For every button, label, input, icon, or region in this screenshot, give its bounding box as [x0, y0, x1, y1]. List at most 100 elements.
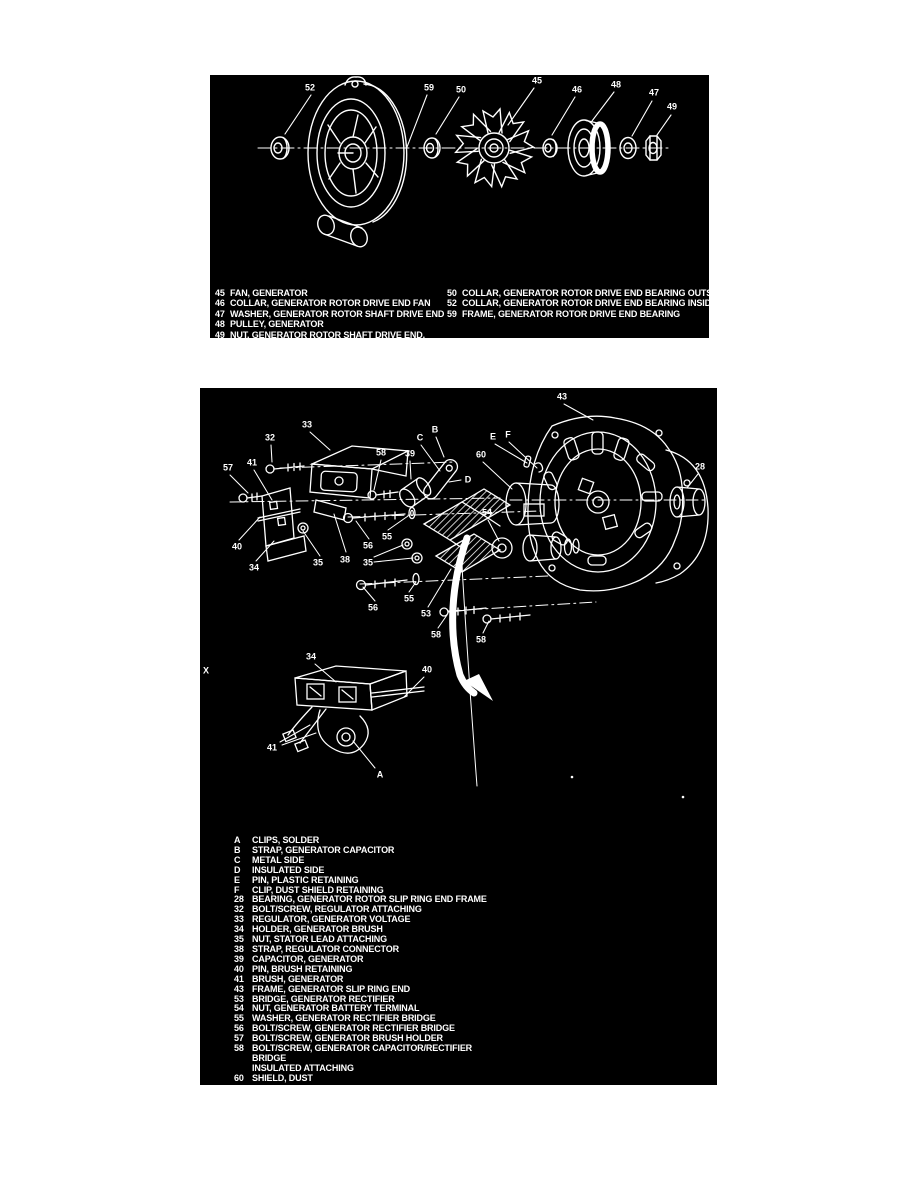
legend-part-number: 55 [234, 1013, 244, 1024]
slip-ring-end-figure-panel: 57 41 32 33 58 39 C B D 60 E F [200, 388, 717, 1085]
part-callout: 43 [556, 391, 568, 402]
legend-part-number: 34 [234, 924, 244, 935]
part-callout: X [202, 665, 210, 676]
legend-part-name: BEARING, GENERATOR ROTOR SLIP RING END F… [252, 894, 487, 905]
legend-part-number: C [234, 854, 241, 865]
part-callout: 41 [246, 457, 258, 468]
legend-row: F CLIP, DUST SHIELD RETAINING [234, 884, 487, 896]
legend-row: 52 COLLAR, GENERATOR ROTOR DRIVE END BEA… [447, 298, 709, 308]
legend-row: 39 CAPACITOR, GENERATOR [234, 953, 487, 965]
legend-part-name: FRAME, GENERATOR SLIP RING END [252, 983, 411, 994]
legend-row: 48 PULLEY, GENERATOR [215, 319, 444, 329]
part-callout: D [464, 474, 472, 485]
part-callout: 46 [571, 84, 583, 95]
legend-row: 41 BRUSH, GENERATOR [234, 973, 487, 985]
legend-part-name: REGULATOR, GENERATOR VOLTAGE [252, 914, 411, 925]
slip-ring-end-diagram-art [229, 403, 709, 799]
legend-part-name: NUT, GENERATOR BATTERY TERMINAL [252, 1003, 420, 1014]
legend-part-name: BOLT/SCREW, GENERATOR CAPACITOR/RECTIFIE… [252, 1043, 473, 1054]
legend-part-number: 33 [234, 914, 244, 925]
part-callout: 35 [362, 557, 374, 568]
part-callout: C [416, 432, 424, 443]
part-callout: 38 [339, 554, 351, 565]
legend-part-name: BOLT/SCREW, GENERATOR BRUSH HOLDER [252, 1033, 443, 1044]
legend-part-name: BRUSH, GENERATOR [252, 973, 344, 984]
legend-row: 46 COLLAR, GENERATOR ROTOR DRIVE END FAN [215, 298, 444, 308]
legend-part-name: PIN, BRUSH RETAINING [252, 963, 353, 974]
legend-part-name: CLIP, DUST SHIELD RETAINING [252, 884, 384, 895]
part-callout: A [376, 769, 384, 780]
legend-row: A CLIPS, SOLDER [234, 835, 487, 846]
legend-part-number: 59 [447, 308, 457, 319]
legend-row: 57 BOLT/SCREW, GENERATOR BRUSH HOLDER [234, 1033, 487, 1044]
legend-part-number: A [234, 835, 241, 845]
part-callout: 52 [304, 82, 316, 93]
legend-part-number: 47 [215, 308, 225, 319]
legend-part-number: 28 [234, 894, 244, 905]
part-callout: 34 [248, 562, 260, 573]
legend-row: 34 HOLDER, GENERATOR BRUSH [234, 924, 487, 935]
drive-end-figure-panel: 52 59 50 45 46 48 47 49 45 FAN, GENERATO… [210, 75, 709, 338]
legend-part-name: BRIDGE [252, 1052, 287, 1063]
legend-row: 53 BRIDGE, GENERATOR RECTIFIER [234, 993, 487, 1005]
legend-part-number: 48 [215, 319, 225, 330]
legend-part-number: 56 [234, 1023, 244, 1034]
slip-ring-end-legend: A CLIPS, SOLDER B STRAP, GENERATOR CAPAC… [234, 835, 487, 1084]
drive-end-legend-right: 50 COLLAR, GENERATOR ROTOR DRIVE END BEA… [447, 288, 709, 319]
legend-row: 43 FRAME, GENERATOR SLIP RING END [234, 983, 487, 995]
legend-row: 59 FRAME, GENERATOR ROTOR DRIVE END BEAR… [447, 309, 709, 319]
part-callout: 40 [421, 664, 433, 675]
legend-part-name: METAL SIDE [252, 854, 305, 865]
legend-part-name: BOLT/SCREW, REGULATOR ATTACHING [252, 904, 422, 915]
legend-row: 35 NUT, STATOR LEAD ATTACHING [234, 934, 487, 945]
legend-row: 49 NUT, GENERATOR ROTOR SHAFT DRIVE END, [215, 330, 444, 338]
part-callout: 47 [648, 87, 660, 98]
part-callout: 56 [367, 602, 379, 613]
part-callout: 28 [694, 461, 706, 472]
part-callout: 32 [264, 432, 276, 443]
part-callout: B [431, 424, 439, 435]
part-callout: 57 [222, 462, 234, 473]
legend-part-number: B [234, 844, 241, 855]
part-callout: 56 [362, 540, 374, 551]
legend-part-number: 35 [234, 934, 244, 945]
legend-part-name: COLLAR, GENERATOR ROTOR DRIVE END FAN [230, 298, 431, 309]
legend-part-number: 39 [234, 953, 244, 964]
part-callout: 50 [455, 84, 467, 95]
legend-row: 50 COLLAR, GENERATOR ROTOR DRIVE END BEA… [447, 288, 709, 298]
legend-row: 40 PIN, BRUSH RETAINING [234, 963, 487, 975]
legend-part-name: FAN, GENERATOR [230, 288, 308, 298]
part-callout: 53 [420, 608, 432, 619]
legend-part-name: COLLAR, GENERATOR ROTOR DRIVE END BEARIN… [462, 288, 709, 298]
drive-end-legend-left: 45 FAN, GENERATOR 46 COLLAR, GENERATOR R… [215, 288, 444, 338]
legend-part-name: COLLAR, GENERATOR ROTOR DRIVE END BEARIN… [462, 298, 709, 309]
legend-row: E PIN, PLASTIC RETAINING [234, 874, 487, 886]
legend-part-name: HOLDER, GENERATOR BRUSH [252, 924, 383, 935]
part-callout: 41 [266, 742, 278, 753]
part-callout: 34 [305, 651, 317, 662]
legend-part-name: CAPACITOR, GENERATOR [252, 953, 364, 964]
legend-part-number: 32 [234, 904, 244, 915]
part-callout: 33 [301, 419, 313, 430]
legend-part-number: 54 [234, 1003, 244, 1014]
legend-part-number: 49 [215, 329, 225, 338]
legend-part-number: 40 [234, 963, 244, 974]
legend-part-number: F [234, 884, 240, 895]
legend-part-number: 41 [234, 973, 244, 984]
legend-row: 56 BOLT/SCREW, GENERATOR RECTIFIER BRIDG… [234, 1023, 487, 1034]
legend-part-name: PIN, PLASTIC RETAINING [252, 874, 359, 885]
part-callout: 45 [531, 75, 543, 86]
legend-part-number: 52 [447, 298, 457, 309]
part-callout: E [489, 431, 497, 442]
legend-part-name: WASHER, GENERATOR RECTIFIER BRIDGE [252, 1013, 436, 1024]
part-callout: 54 [481, 507, 493, 518]
legend-part-number: 53 [234, 993, 244, 1004]
part-callout: 58 [430, 629, 442, 640]
legend-row: B STRAP, GENERATOR CAPACITOR [234, 844, 487, 856]
legend-part-name: PULLEY, GENERATOR [230, 319, 324, 330]
legend-part-name: FRAME, GENERATOR ROTOR DRIVE END BEARING [462, 308, 681, 319]
legend-part-name: STRAP, REGULATOR CONNECTOR [252, 943, 399, 954]
part-callout: 59 [423, 82, 435, 93]
legend-row: 60 SHIELD, DUST [234, 1073, 487, 1084]
